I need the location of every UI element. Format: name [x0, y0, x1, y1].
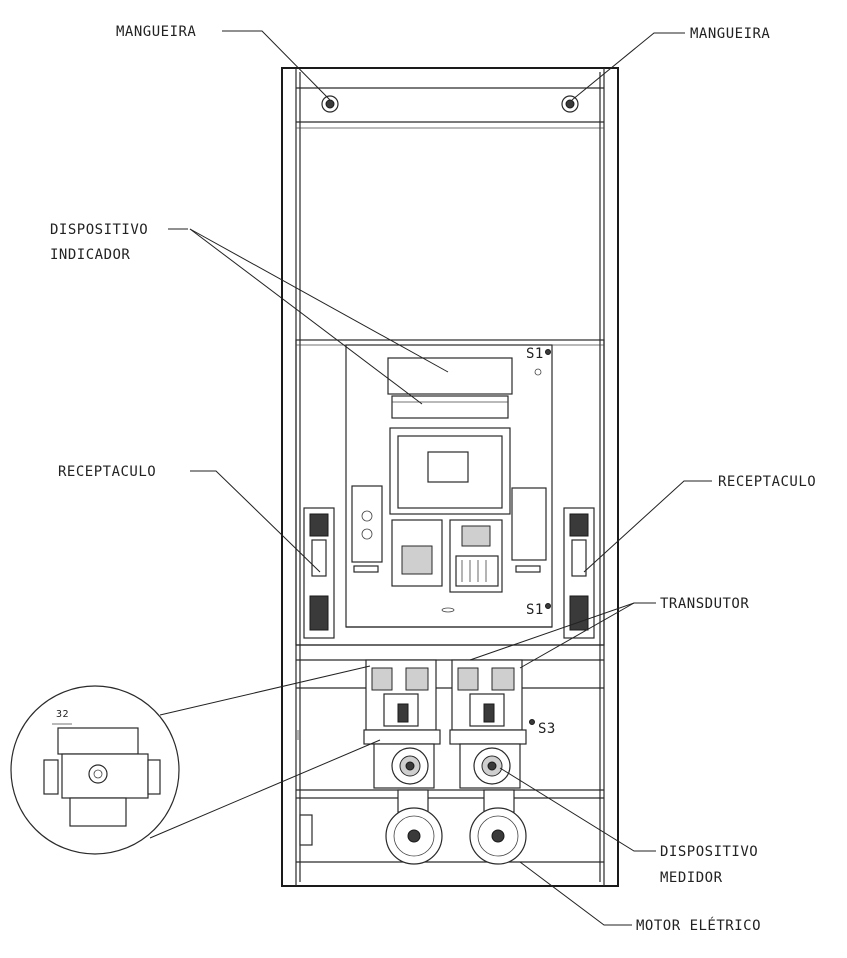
- label-transdutor: TRANSDUTOR: [469, 596, 749, 669]
- dispenser-cabinet: [281, 67, 619, 887]
- svg-text:RECEPTACULO: RECEPTACULO: [718, 474, 816, 490]
- receptacle-left: [303, 507, 335, 639]
- hose-fitting-left: [321, 95, 339, 113]
- svg-text:S3: S3: [538, 721, 556, 737]
- svg-text:S1: S1: [526, 602, 544, 618]
- label-receptaculo-left: RECEPTACULO: [58, 464, 321, 573]
- label-motor-eletrico: MOTOR ELÉTRICO: [519, 861, 761, 934]
- svg-text:32: 32: [56, 709, 69, 720]
- display-head-section: [295, 339, 605, 646]
- indicator-device: [387, 357, 513, 515]
- detail-callout-circle: 32: [10, 665, 381, 855]
- transducer-right: [451, 659, 523, 731]
- meter-left: [363, 729, 441, 789]
- receptacle-right: [563, 507, 595, 639]
- meter-right: [449, 729, 527, 789]
- svg-text:MEDIDOR: MEDIDOR: [660, 870, 723, 886]
- s1-marker-bottom: S1: [526, 602, 551, 618]
- svg-text:MANGUEIRA: MANGUEIRA: [690, 26, 770, 42]
- svg-text:MOTOR ELÉTRICO: MOTOR ELÉTRICO: [636, 917, 761, 934]
- hydraulic-section: [296, 659, 604, 863]
- transducer-left: [365, 659, 437, 731]
- control-panel: [351, 485, 547, 613]
- s1-marker-top: S1: [526, 346, 551, 376]
- motor-left: [385, 789, 443, 865]
- svg-text:DISPOSITIVO: DISPOSITIVO: [660, 844, 758, 860]
- label-mangueira-right: MANGUEIRA: [571, 26, 770, 101]
- svg-text:MANGUEIRA: MANGUEIRA: [116, 24, 196, 40]
- svg-text:S1: S1: [526, 346, 544, 362]
- svg-text:DISPOSITIVO: DISPOSITIVO: [50, 222, 148, 238]
- svg-text:TRANSDUTOR: TRANSDUTOR: [660, 596, 749, 612]
- label-dispositivo-medidor: DISPOSITIVO MEDIDOR: [499, 767, 758, 886]
- motor-right: [469, 789, 527, 865]
- svg-text:RECEPTACULO: RECEPTACULO: [58, 464, 156, 480]
- label-receptaculo-right: RECEPTACULO: [583, 474, 816, 573]
- label-mangueira-left: MANGUEIRA: [116, 24, 331, 101]
- hose-fitting-right: [561, 95, 579, 113]
- svg-text:INDICADOR: INDICADOR: [50, 247, 130, 263]
- label-dispositivo-indicador: DISPOSITIVO INDICADOR: [50, 222, 449, 405]
- s3-marker: S3: [529, 719, 556, 737]
